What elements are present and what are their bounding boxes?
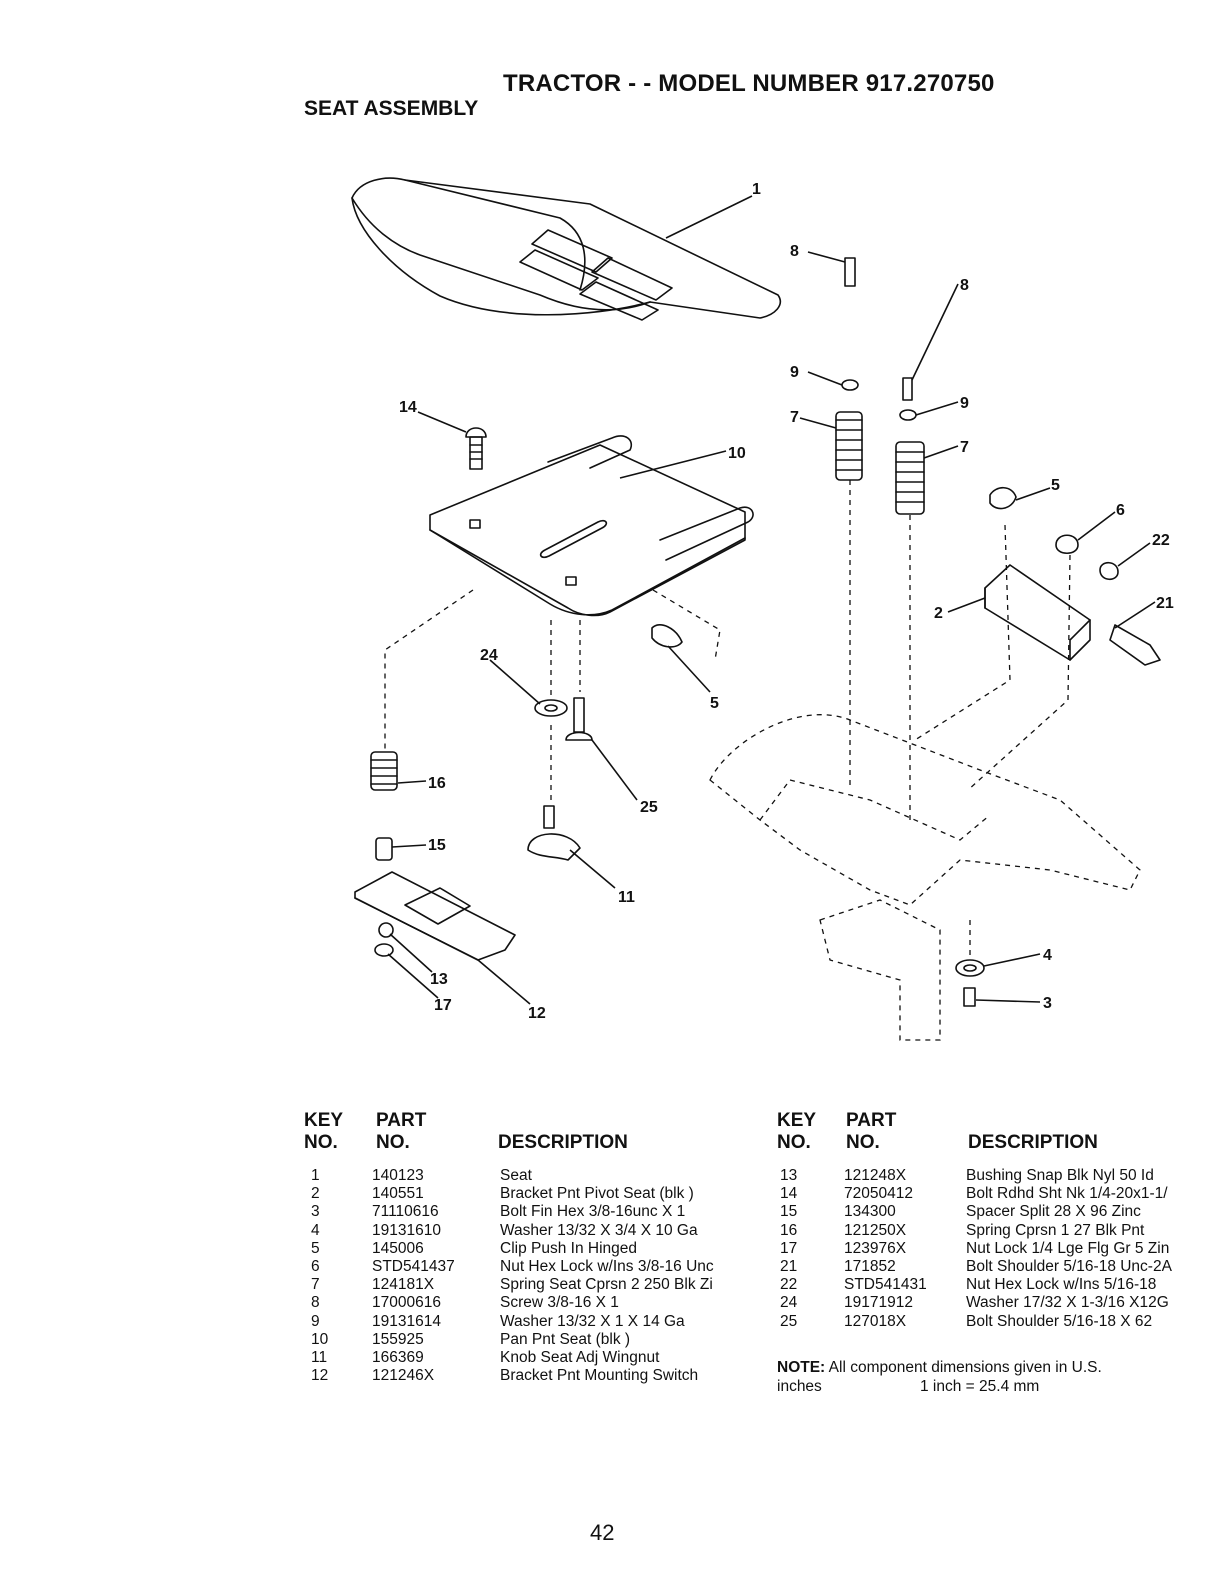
page-title: TRACTOR - - MODEL NUMBER 917.270750 bbox=[503, 70, 995, 97]
note-units: inches bbox=[777, 1378, 822, 1395]
callout-9-right: 9 bbox=[960, 395, 969, 412]
seat-pan-part bbox=[429, 435, 754, 617]
exploded-diagram: 1 10 14 8 9 7 8 9 7 5 6 22 21 2 24 5 25 … bbox=[351, 177, 1174, 1041]
callout-25: 25 bbox=[640, 799, 658, 816]
callout-10: 10 bbox=[728, 445, 746, 462]
callout-9-left: 9 bbox=[790, 364, 799, 381]
callout-12: 12 bbox=[528, 1005, 546, 1022]
callout-21: 21 bbox=[1156, 595, 1174, 612]
callout-6: 6 bbox=[1116, 502, 1125, 519]
callout-2: 2 bbox=[934, 605, 943, 622]
left-description-header: DESCRIPTION bbox=[498, 1132, 628, 1153]
spring-left-part bbox=[835, 411, 863, 481]
callout-13: 13 bbox=[430, 971, 448, 988]
note-text: All component dimensions given in U.S. bbox=[828, 1359, 1102, 1376]
page-number: 42 bbox=[590, 1520, 615, 1545]
callout-4: 4 bbox=[1043, 947, 1052, 964]
callout-8-left: 8 bbox=[790, 243, 799, 260]
callout-16: 16 bbox=[428, 775, 446, 792]
callout-3: 3 bbox=[1043, 995, 1052, 1012]
bolt-14-part bbox=[465, 427, 487, 470]
callout-8-right: 8 bbox=[960, 277, 969, 294]
callout-22: 22 bbox=[1152, 532, 1170, 549]
section-title: SEAT ASSEMBLY bbox=[304, 97, 479, 120]
callout-14: 14 bbox=[399, 399, 417, 416]
note-label: NOTE: bbox=[777, 1359, 826, 1376]
callout-7-left: 7 bbox=[790, 409, 799, 426]
callout-15: 15 bbox=[428, 837, 446, 854]
callout-1: 1 bbox=[752, 181, 761, 198]
callout-7-right: 7 bbox=[960, 439, 969, 456]
dimensions-note: NOTE: All component dimensions given in … bbox=[777, 1358, 1197, 1396]
bracket-2-part bbox=[984, 564, 1091, 661]
spring-right-part bbox=[895, 441, 925, 515]
seat-part bbox=[351, 177, 782, 321]
note-conversion: 1 inch = 25.4 mm bbox=[920, 1378, 1040, 1395]
callout-5-right: 5 bbox=[1051, 477, 1060, 494]
callout-11: 11 bbox=[618, 889, 635, 906]
callout-17: 17 bbox=[434, 997, 452, 1014]
callout-5-left: 5 bbox=[710, 695, 719, 712]
right-description-header: DESCRIPTION bbox=[968, 1132, 1098, 1153]
callout-24: 24 bbox=[480, 647, 498, 664]
